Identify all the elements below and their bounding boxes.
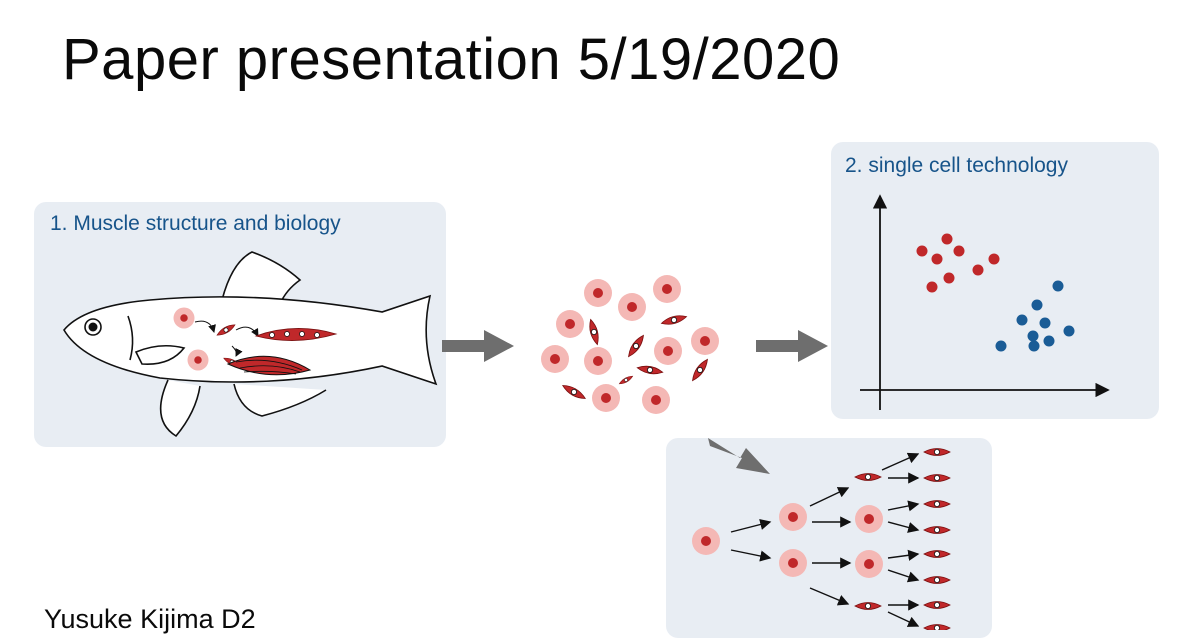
blue-cluster <box>995 280 1075 352</box>
striated-muscle-icon <box>226 355 312 376</box>
gray-arrow-icon <box>756 330 828 362</box>
muscle-fiber-icon <box>254 328 338 341</box>
scatter-plot-icon <box>860 194 1110 410</box>
lineage-tree-icon <box>692 448 951 630</box>
gray-arrow-icon <box>442 330 514 362</box>
red-cluster <box>916 233 1000 293</box>
single-cell-label: 2. single cell technology <box>845 154 1068 177</box>
gray-arrow-icon <box>708 438 770 474</box>
author-name: Yusuke Kijima D2 <box>44 604 256 634</box>
slide-title: Paper presentation 5/19/2020 <box>62 27 841 92</box>
fish-cells <box>173 307 338 376</box>
dissociated-cells <box>541 275 719 414</box>
muscle-biology-label: 1. Muscle structure and biology <box>50 212 341 235</box>
zebrafish-icon <box>63 251 438 438</box>
single-cell-panel <box>831 142 1159 419</box>
